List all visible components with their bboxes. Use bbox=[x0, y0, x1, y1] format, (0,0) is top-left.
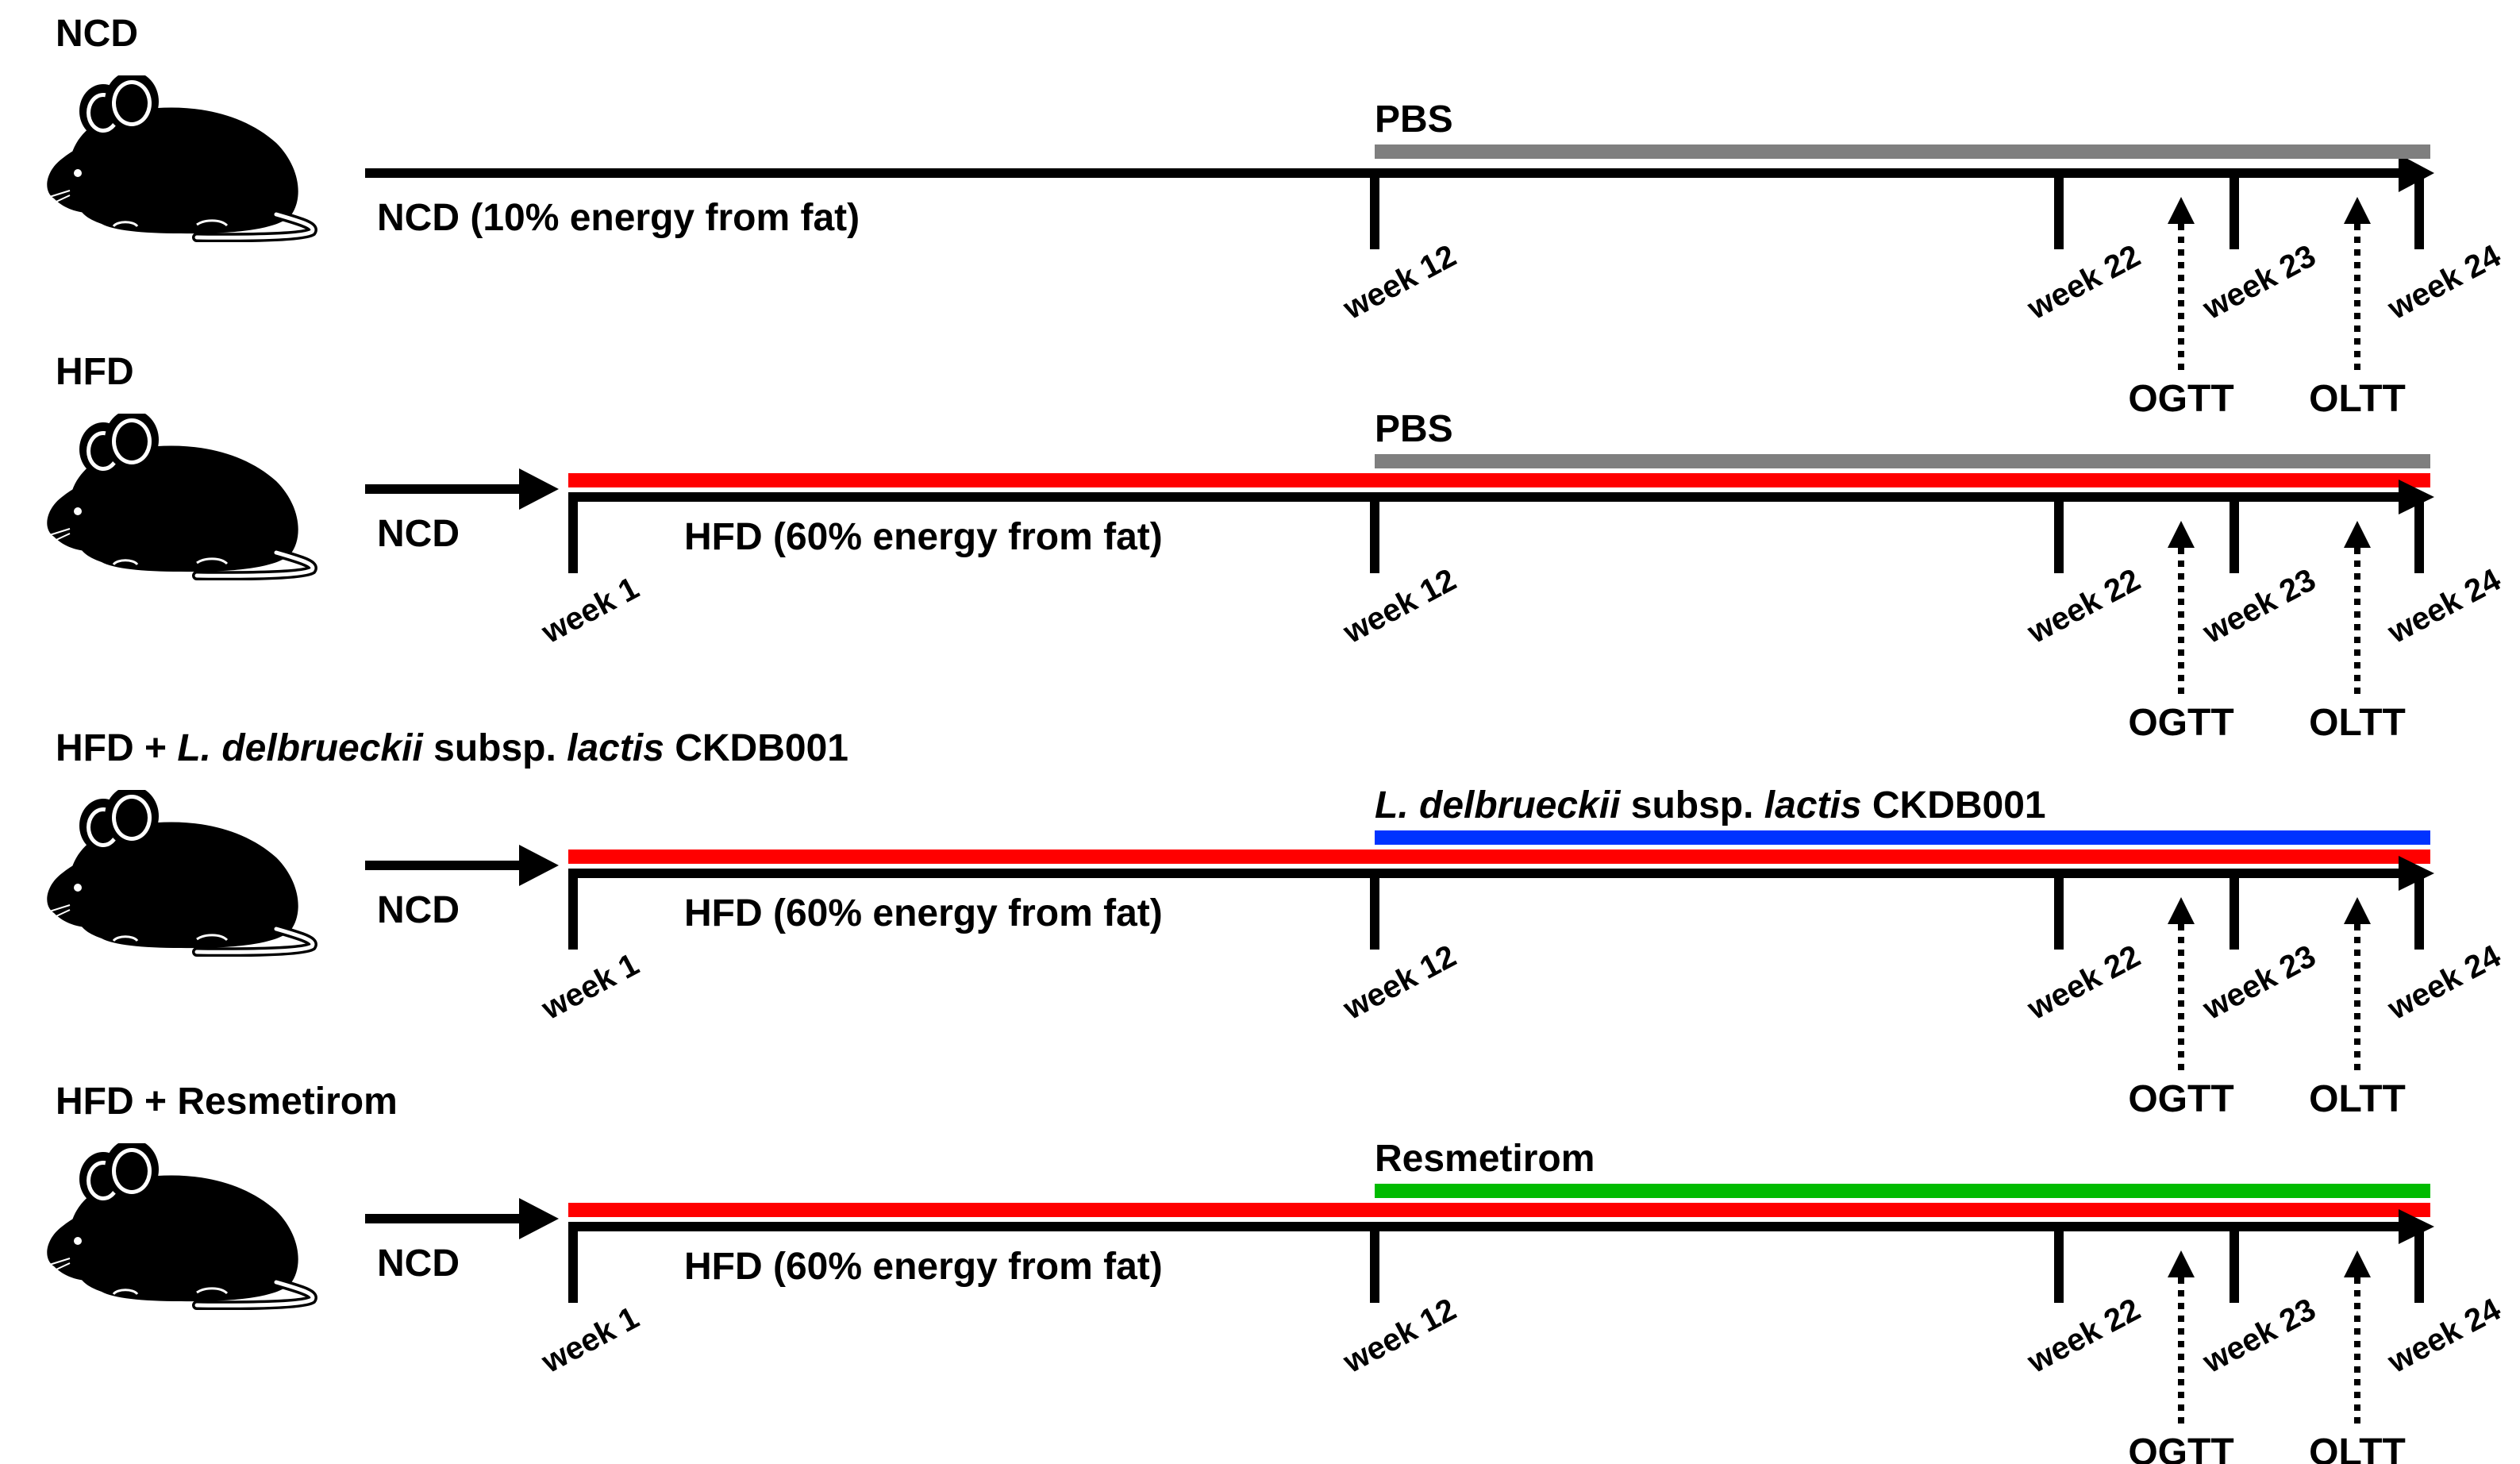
test-arrowhead bbox=[2344, 1250, 2371, 1277]
lead-arrowhead bbox=[519, 845, 559, 886]
week-label: week 23 bbox=[2197, 238, 2322, 326]
test-arrowhead bbox=[2168, 197, 2195, 224]
group-title-segment: lactis bbox=[567, 727, 664, 769]
week-label: week 12 bbox=[1337, 938, 1462, 1027]
week-label: week 23 bbox=[2197, 938, 2322, 1027]
treatment-label-segment: L. delbrueckii bbox=[1375, 784, 1622, 826]
week-label: week 24 bbox=[2382, 238, 2507, 327]
treatment-label: PBS bbox=[1375, 408, 1453, 450]
week-label: week 22 bbox=[2022, 562, 2146, 650]
group-title-segment: HFD bbox=[56, 351, 134, 393]
week-label: week 12 bbox=[1337, 1292, 1462, 1380]
group-title: HFD + Resmetirom bbox=[56, 1081, 398, 1123]
group-title: NCD bbox=[56, 13, 138, 55]
treatment-label-segment: subsp. bbox=[1620, 784, 1764, 826]
test-label: OGTT bbox=[2128, 1431, 2233, 1464]
test-arrowhead bbox=[2344, 897, 2371, 924]
treatment-bar bbox=[1375, 144, 2430, 159]
test-arrowhead bbox=[2168, 897, 2195, 924]
test-label: OLTT bbox=[2309, 1431, 2406, 1464]
group-title-segment: NCD bbox=[56, 13, 138, 55]
test-label: OLTT bbox=[2309, 1078, 2406, 1120]
lead-label: NCD bbox=[377, 513, 460, 555]
test-label: OGTT bbox=[2128, 378, 2233, 420]
group-title-segment: CKDB001 bbox=[664, 727, 848, 769]
diet-label: NCD (10% energy from fat) bbox=[377, 197, 860, 239]
treatment-label-segment: CKDB001 bbox=[1862, 784, 2046, 826]
mouse-icon bbox=[44, 1139, 313, 1305]
week-label: week 23 bbox=[2197, 1292, 2322, 1380]
week-label: week 1 bbox=[536, 570, 644, 650]
diet-bar bbox=[568, 850, 2430, 864]
week-label: week 12 bbox=[1337, 562, 1462, 650]
test-label: OGTT bbox=[2128, 1078, 2233, 1120]
week-label: week 22 bbox=[2022, 938, 2146, 1027]
group-title: HFD + L. delbrueckii subsp. lactis CKDB0… bbox=[56, 727, 848, 769]
week-label: week 1 bbox=[536, 946, 644, 1027]
mouse-icon bbox=[44, 410, 313, 576]
diet-label: HFD (60% energy from fat) bbox=[684, 892, 1163, 934]
treatment-bar bbox=[1375, 830, 2430, 845]
diet-bar bbox=[568, 1203, 2430, 1217]
mouse-icon bbox=[44, 71, 313, 237]
treatment-label-segment: PBS bbox=[1375, 408, 1453, 450]
group-title-segment: subsp. bbox=[423, 727, 567, 769]
test-label: OLTT bbox=[2309, 378, 2406, 420]
group-title: HFD bbox=[56, 351, 134, 393]
treatment-label: L. delbrueckii subsp. lactis CKDB001 bbox=[1375, 784, 2046, 826]
lead-arrowhead bbox=[519, 468, 559, 510]
test-arrowhead bbox=[2344, 197, 2371, 224]
group-title-segment: L. delbrueckii bbox=[177, 727, 424, 769]
treatment-label: Resmetirom bbox=[1375, 1138, 1595, 1180]
diet-label: HFD (60% energy from fat) bbox=[684, 516, 1163, 558]
lead-label: NCD bbox=[377, 1242, 460, 1285]
week-label: week 23 bbox=[2197, 562, 2322, 650]
week-label: week 1 bbox=[536, 1300, 644, 1380]
test-arrowhead bbox=[2168, 521, 2195, 548]
timeline-group-ncd: NCD PBS NCD (10% energy from fat) week 12 we… bbox=[44, 13, 2507, 420]
test-label: OLTT bbox=[2309, 702, 2406, 744]
treatment-bar bbox=[1375, 1184, 2430, 1198]
treatment-bar bbox=[1375, 454, 2430, 468]
treatment-label-segment: Resmetirom bbox=[1375, 1138, 1595, 1180]
week-label: week 12 bbox=[1337, 238, 1462, 326]
week-label: week 24 bbox=[2382, 1292, 2507, 1381]
group-title-segment: HFD + bbox=[56, 727, 177, 769]
week-label: week 24 bbox=[2382, 562, 2507, 651]
test-label: OGTT bbox=[2128, 702, 2233, 744]
mouse-icon bbox=[44, 786, 313, 952]
diet-label: HFD (60% energy from fat) bbox=[684, 1246, 1163, 1288]
week-label: week 22 bbox=[2022, 1292, 2146, 1380]
timeline-group-hfd-probiotic: HFD + L. delbrueckii subsp. lactis CKDB0… bbox=[44, 727, 2507, 1120]
treatment-label-segment: lactis bbox=[1764, 784, 1862, 826]
week-label: week 22 bbox=[2022, 238, 2146, 326]
treatment-label: PBS bbox=[1375, 98, 1453, 141]
week-label: week 24 bbox=[2382, 938, 2507, 1027]
group-title-segment: HFD + Resmetirom bbox=[56, 1081, 398, 1123]
lead-label: NCD bbox=[377, 889, 460, 931]
treatment-label-segment: PBS bbox=[1375, 98, 1453, 141]
test-arrowhead bbox=[2344, 521, 2371, 548]
diet-bar bbox=[568, 473, 2430, 487]
lead-arrowhead bbox=[519, 1198, 559, 1239]
test-arrowhead bbox=[2168, 1250, 2195, 1277]
